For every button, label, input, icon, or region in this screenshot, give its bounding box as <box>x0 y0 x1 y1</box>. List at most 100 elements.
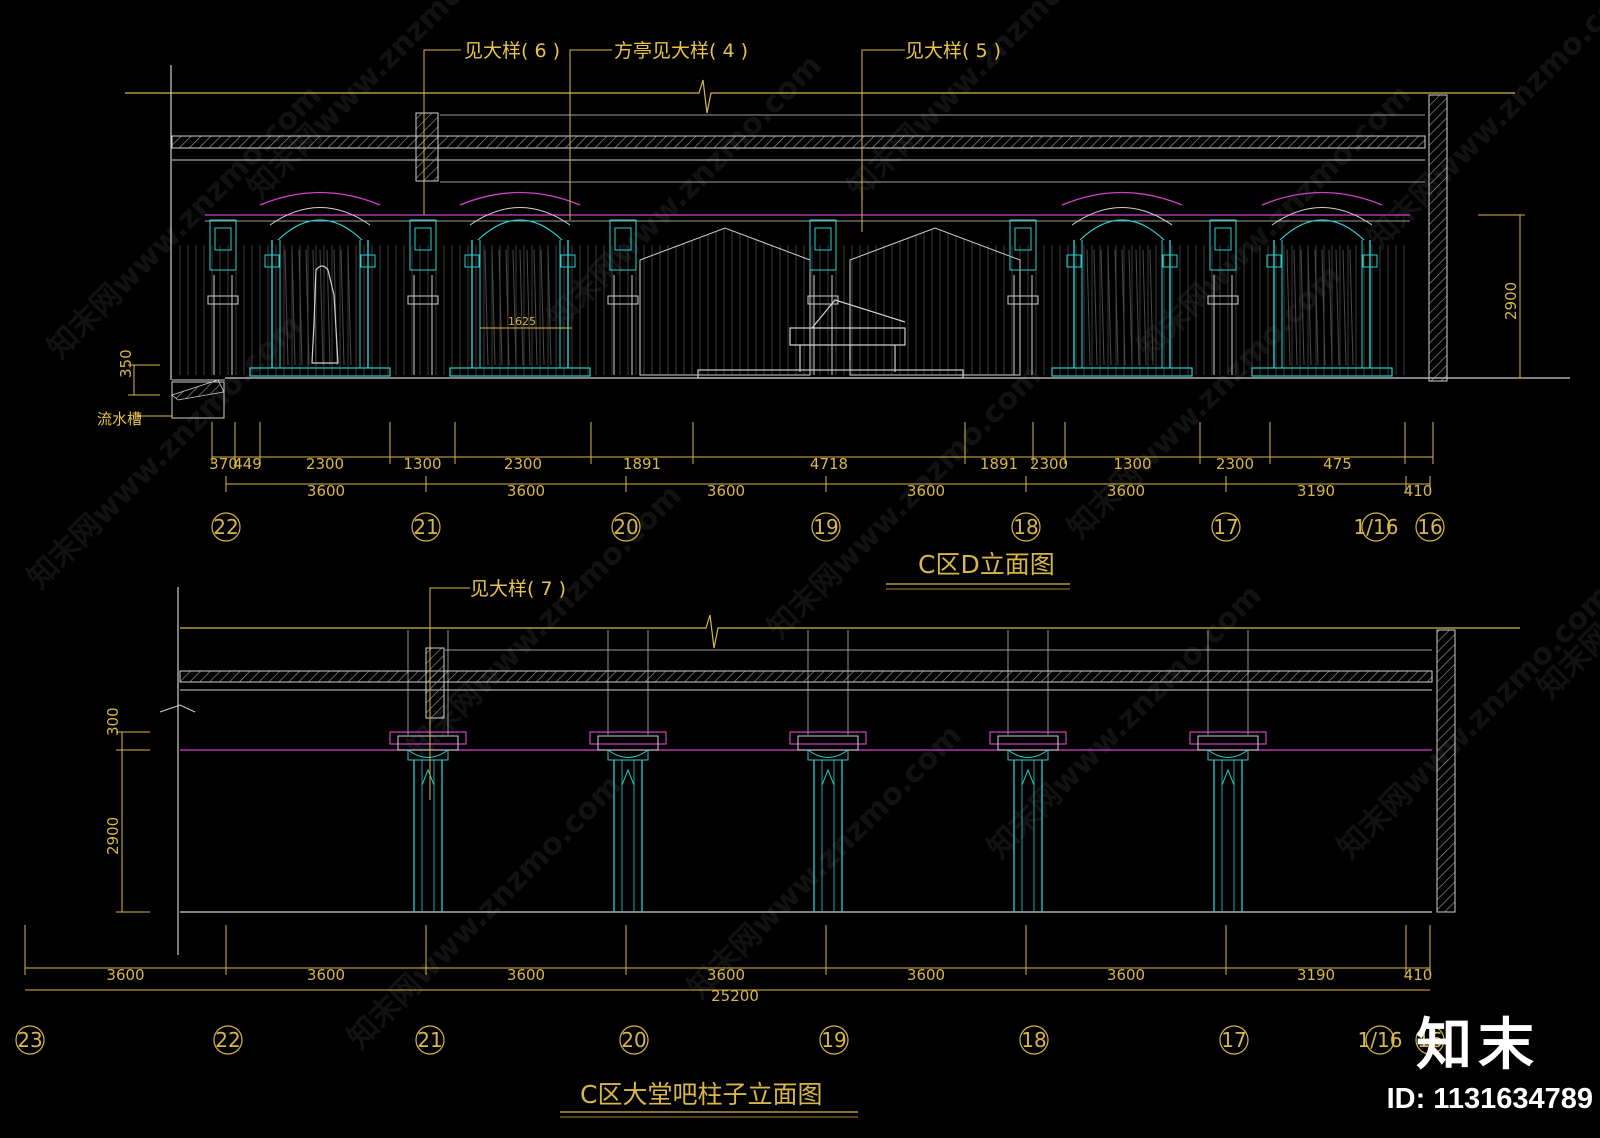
grid-axis-bubble: 20 <box>619 1025 649 1055</box>
dim-row-label: 3600 <box>707 966 745 984</box>
height-dim-350: 350 <box>117 349 135 378</box>
statue-figure-icon <box>311 265 339 364</box>
svg-text:19: 19 <box>813 515 838 539</box>
lobby-bar-title: C区大堂吧柱子立面图 <box>580 1080 822 1109</box>
watermark-text: 知末网www.znzmo.com <box>1331 578 1600 866</box>
dim-row-2-label: 410 <box>1404 482 1433 500</box>
grid-axis-bubble: 1/16 <box>1354 512 1399 542</box>
watermark-text: 知末网www.znzmo.com <box>1361 0 1600 256</box>
height-dim-300: 300 <box>104 707 122 736</box>
dim-row-label: 3600 <box>1107 966 1145 984</box>
grid-axis-bubble: 16 <box>1415 512 1445 542</box>
lobby-columns <box>389 630 1267 912</box>
dim-row-2-label: 3600 <box>907 482 945 500</box>
lobby-column <box>389 630 467 912</box>
water-trough <box>171 381 225 419</box>
dim-row-1-label: 2300 <box>504 455 542 473</box>
grid-axis-bubble: 16 <box>1415 1025 1445 1055</box>
pilasters <box>207 219 1239 375</box>
svg-text:20: 20 <box>621 1028 646 1052</box>
water-trough-label: 流水槽 <box>97 410 142 428</box>
dim-row-1-label: 475 <box>1323 455 1352 473</box>
watermark-text: 知末网www.znzmo.com <box>841 0 1129 206</box>
grid-axis-bubble: 21 <box>411 512 441 542</box>
grid-axis-bubble: 17 <box>1219 1025 1249 1055</box>
lobby-bar-column-drawing: 300 2900 见大样( 7 ) 3600 3600 3600 3600 3600 36… <box>15 578 1520 1118</box>
grid-axis-bubble: 18 <box>1011 512 1041 542</box>
arch-alcove <box>249 191 391 377</box>
dim-row-2-label: 3600 <box>707 482 745 500</box>
asset-id-label: ID: 1131634789 <box>1386 1083 1593 1115</box>
elevation-d-title: C区D立面图 <box>918 550 1055 579</box>
dim-row-1-label: 1300 <box>1113 455 1151 473</box>
right-wall-2 <box>1436 629 1456 913</box>
svg-text:22: 22 <box>215 1028 240 1052</box>
pilaster <box>807 219 839 375</box>
grid-axis-bubble: 19 <box>811 512 841 542</box>
elevation-d-grid-axes: 22 21 20 19 18 17 1/16 16 <box>211 512 1445 542</box>
top-break-line <box>125 79 1515 114</box>
total-dim-label: 25200 <box>711 987 759 1005</box>
dim-row-1-label: 2300 <box>306 455 344 473</box>
watermark-text: 知末网www.znzmo.com <box>981 578 1269 866</box>
callout-detail-6: 见大样( 6 ) <box>464 40 560 62</box>
dim-row-2-label: 3190 <box>1297 482 1335 500</box>
lobby-column <box>989 630 1067 912</box>
dim-row-1-label: 4718 <box>810 455 848 473</box>
pilaster <box>1007 219 1039 375</box>
dim-row-2-label: 3600 <box>1107 482 1145 500</box>
grid-axis-bubble: 22 <box>211 512 241 542</box>
lobby-column <box>589 630 667 912</box>
watermark-text: 知末网www.znzmo.com <box>401 478 689 766</box>
dim-row-label: 3600 <box>106 966 144 984</box>
grid-axis-bubble: 1/16 <box>1358 1025 1403 1055</box>
grid-axis-bubble: 20 <box>611 512 641 542</box>
dim-row-1-label: 1300 <box>403 455 441 473</box>
dim-row-label: 410 <box>1404 966 1433 984</box>
dim-row-1-label: 1891 <box>980 455 1018 473</box>
svg-text:16: 16 <box>1417 1028 1442 1052</box>
svg-text:23: 23 <box>17 1028 42 1052</box>
grid-axis-bubble: 23 <box>15 1025 45 1055</box>
callout-detail-5: 见大样( 5 ) <box>905 40 1001 62</box>
pilaster <box>207 219 239 375</box>
hatched-column-top-2 <box>425 647 445 719</box>
svg-text:1/16: 1/16 <box>1358 1028 1403 1052</box>
dim-row-1-label: 1891 <box>623 455 661 473</box>
lobby-column <box>1189 630 1267 912</box>
svg-text:20: 20 <box>613 515 638 539</box>
svg-text:21: 21 <box>413 515 438 539</box>
znzmo-logo: 知末 <box>1416 1013 1540 1078</box>
dim-row-label: 3600 <box>507 966 545 984</box>
height-dim-2900-b: 2900 <box>104 817 122 855</box>
pilaster <box>607 219 639 375</box>
svg-text:17: 17 <box>1221 1028 1246 1052</box>
height-dim-2900 <box>1478 214 1525 379</box>
arch-alcove <box>449 191 591 377</box>
callout-detail-7: 见大样( 7 ) <box>470 578 566 600</box>
top-break-line-2 <box>180 614 1520 649</box>
svg-text:1/16: 1/16 <box>1354 515 1399 539</box>
svg-text:18: 18 <box>1021 1028 1046 1052</box>
pilaster <box>1207 219 1239 375</box>
svg-text:22: 22 <box>213 515 238 539</box>
svg-text:18: 18 <box>1013 515 1038 539</box>
grand-piano-icon <box>697 299 964 379</box>
dim-row-label: 3600 <box>907 966 945 984</box>
watermark-text: 知末网www.znzmo.com <box>681 718 969 1006</box>
dim-row-1-label: 370 <box>209 455 238 473</box>
dim-row-1-label: 449 <box>233 455 262 473</box>
dim-row-1-label: 2300 <box>1216 455 1254 473</box>
height-dim-label: 2900 <box>1502 282 1520 320</box>
arch-alcove <box>1051 191 1193 377</box>
lobby-column <box>789 630 867 912</box>
ceiling-slab-2 <box>179 670 1433 683</box>
callout-pavilion-detail-4: 方亭见大样( 4 ) <box>614 40 748 62</box>
grid-axis-bubble: 18 <box>1019 1025 1049 1055</box>
inner-dim-1625: 1625 <box>508 315 536 328</box>
dim-row-label: 3600 <box>307 966 345 984</box>
grid-axis-bubble: 17 <box>1211 512 1241 542</box>
